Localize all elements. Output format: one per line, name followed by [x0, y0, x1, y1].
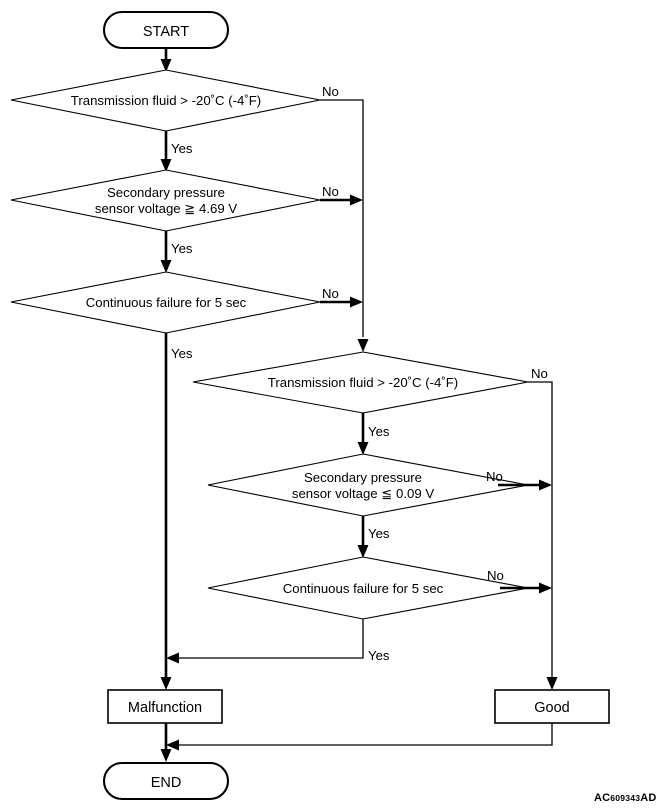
node-decision-6: Continuous failure for 5 sec — [207, 556, 529, 620]
end-capsule — [102, 761, 230, 801]
node-decision-3: Continuous failure for 5 sec — [10, 271, 321, 334]
edge-good-to-end — [166, 723, 553, 751]
malfunction-label: Malfunction — [128, 700, 202, 716]
edge-malfunction-to-end — [160, 723, 172, 762]
reference-code: AC609343AD — [594, 792, 656, 804]
node-decision-4: Transmission fluid > -20˚C (-4˚F) — [192, 351, 529, 414]
edge-label-d2-yes: Yes — [171, 241, 193, 256]
edge-label-d6-yes: Yes — [368, 648, 390, 663]
edge-label-d5-no: No — [486, 469, 503, 484]
reference-code-prefix: AC — [594, 792, 610, 804]
decision-5-label-line1: Secondary pressure — [304, 470, 422, 485]
edge-label-d3-yes: Yes — [171, 346, 193, 361]
edge-label-d3-no: No — [322, 286, 339, 301]
good-label: Good — [534, 700, 569, 716]
decision-2-label-line2: sensor voltage ≧ 4.69 V — [95, 201, 237, 216]
decision-4-label: Transmission fluid > -20˚C (-4˚F) — [268, 375, 458, 390]
edge-label-d1-no: No — [322, 84, 339, 99]
malfunction-box — [107, 689, 223, 724]
node-decision-2: Secondary pressure sensor voltage ≧ 4.69… — [10, 169, 321, 232]
node-malfunction: Malfunction — [107, 689, 223, 724]
edge-start-to-d1 — [160, 48, 172, 72]
end-label: END — [151, 775, 182, 791]
edge-d3-no — [320, 296, 363, 308]
decision-1-label: Transmission fluid > -20˚C (-4˚F) — [71, 93, 261, 108]
decision-5-diamond — [207, 453, 529, 517]
node-good: Good — [494, 689, 610, 724]
edge-label-d4-yes: Yes — [368, 424, 390, 439]
edge-d1-no — [320, 99, 364, 337]
edge-d5-no — [498, 479, 552, 491]
edge-d1-yes — [160, 131, 172, 172]
svg-text:AC609343AD: AC609343AD — [594, 792, 656, 804]
edge-d4-no — [528, 381, 558, 690]
edge-trunk-to-d4 — [357, 339, 369, 352]
decision-6-label: Continuous failure for 5 sec — [283, 581, 444, 596]
edge-d4-yes — [357, 413, 369, 455]
edge-d6-yes — [166, 619, 364, 664]
node-decision-1: Transmission fluid > -20˚C (-4˚F) — [10, 69, 321, 132]
decision-3-label: Continuous failure for 5 sec — [86, 295, 247, 310]
edge-label-d6-no: No — [487, 568, 504, 583]
decision-2-label-line1: Secondary pressure — [107, 185, 225, 200]
edge-d5-yes — [357, 516, 369, 558]
decision-5-label-line2: sensor voltage ≦ 0.09 V — [292, 486, 434, 501]
node-start: START — [102, 10, 230, 50]
reference-code-suffix: AD — [640, 792, 656, 804]
start-label: START — [143, 24, 189, 40]
edge-d2-yes — [160, 231, 172, 273]
edge-label-d1-yes: Yes — [171, 141, 193, 156]
reference-code-digits: 609343 — [610, 793, 640, 803]
node-end: END — [102, 761, 230, 801]
edge-d3-yes — [160, 333, 172, 690]
edge-label-d2-no: No — [322, 184, 339, 199]
edge-d2-no — [320, 194, 363, 206]
edge-label-d5-yes: Yes — [368, 526, 390, 541]
good-box — [494, 689, 610, 724]
edge-d6-no — [500, 582, 552, 594]
edge-label-d4-no: No — [531, 366, 548, 381]
node-decision-5: Secondary pressure sensor voltage ≦ 0.09… — [207, 453, 529, 517]
